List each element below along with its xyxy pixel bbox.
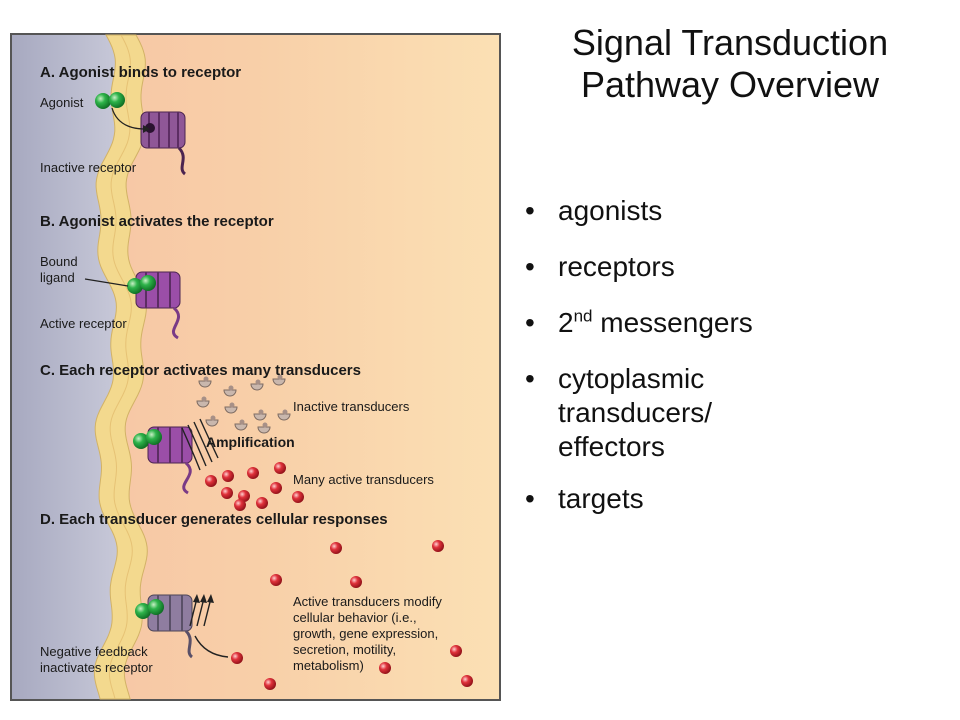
active-transducer (221, 487, 233, 499)
slide-title: Signal Transduction Pathway Overview (520, 22, 940, 106)
inactive-transducers-label: Inactive transducers (293, 399, 410, 414)
active-transducer (270, 482, 282, 494)
inactive-transducer (272, 374, 286, 386)
bound-ligand-c (133, 429, 162, 449)
active-transducer (205, 475, 217, 487)
bound-ligand-d (135, 599, 164, 619)
inactive-transducer (196, 396, 210, 408)
inactive-receptor-label: Inactive receptor (40, 160, 137, 175)
agonist-arrow (111, 107, 144, 130)
bullet-targets: • targets (525, 482, 945, 516)
active-transducer (222, 470, 234, 482)
bound-label-line1: Bound (40, 254, 78, 269)
bound-ligand-b (127, 275, 156, 294)
response-line-4: secretion, motility, (293, 642, 396, 657)
agonist-label: Agonist (40, 95, 84, 110)
bullet-text: agonists (558, 195, 663, 226)
negative-feedback-label-1: Negative feedback (40, 644, 148, 659)
active-transducer (234, 499, 246, 511)
bound-ligand-pointer (84, 278, 129, 287)
bullet-agonists: • agonists (525, 194, 945, 228)
bullet-transducers: • cytoplasmic transducers/ effectors (525, 362, 778, 464)
bullet-text: cytoplasmic transducers/ effectors (558, 363, 713, 462)
bullet-receptors: • receptors (525, 250, 945, 284)
active-transducer (247, 467, 259, 479)
inactive-transducers (196, 374, 291, 434)
active-transducer (231, 652, 243, 664)
many-active-transducers-label: Many active transducers (293, 472, 434, 487)
active-transducer (330, 542, 342, 554)
receptor-a (140, 111, 187, 176)
inactive-transducer (205, 415, 219, 427)
panel-a-heading: A. Agonist binds to receptor (40, 64, 241, 81)
response-line-3: growth, gene expression, (293, 626, 438, 641)
panel-b-heading: B. Agonist activates the receptor (40, 213, 274, 230)
active-transducers (205, 462, 473, 690)
active-transducer (270, 574, 282, 586)
bullet-dot: • (525, 195, 535, 226)
inactive-transducer (198, 376, 212, 388)
negative-feedback-label-2: inactivates receptor (40, 660, 153, 675)
bullet-superscript: nd (573, 306, 593, 326)
bullet-dot: • (525, 483, 535, 514)
inactive-transducer (223, 385, 237, 397)
response-line-1: Active transducers modify (293, 594, 442, 609)
panel-d-heading: D. Each transducer generates cellular re… (40, 511, 388, 528)
active-transducer (350, 576, 362, 588)
bullet-text: targets (558, 483, 644, 514)
active-transducer (292, 491, 304, 503)
slide-title-line-2: Pathway Overview (580, 64, 880, 105)
active-transducer (264, 678, 276, 690)
active-transducer (238, 490, 250, 502)
response-line-5: metabolism) (293, 658, 364, 673)
active-transducer (256, 497, 268, 509)
inactive-transducer (257, 422, 271, 434)
active-transducer (450, 645, 462, 657)
amplification-arrows (181, 418, 219, 471)
panel-c-heading: C. Each receptor activates many transduc… (40, 362, 361, 379)
inactive-transducer (224, 402, 238, 414)
bullet-second-messengers: • 2nd messengers (525, 306, 945, 340)
agonist-arrowhead (143, 125, 150, 133)
agonist-a (95, 92, 125, 109)
bullet-dot: • (525, 251, 535, 282)
active-transducer (274, 462, 286, 474)
feedback-arrows (189, 594, 229, 658)
bullet-dot: • (525, 363, 535, 394)
active-transducer (461, 675, 473, 687)
bullet-text-suffix: messengers (592, 307, 753, 338)
inactive-transducer (277, 409, 291, 421)
extracellular-space (12, 35, 118, 699)
response-line-2: cellular behavior (i.e., (293, 610, 417, 625)
bullet-dot: • (525, 307, 535, 338)
bullet-text: receptors (558, 251, 675, 282)
bullet-text-prefix: 2 (558, 307, 574, 338)
bound-label-line2: ligand (40, 270, 75, 285)
amplification-label: Amplification (206, 434, 295, 450)
cell-membrane (93, 34, 148, 700)
membrane-inner-line (108, 34, 133, 700)
slide-title-line-1: Signal Transduction (571, 22, 889, 63)
inactive-transducer (250, 379, 264, 391)
active-transducer (432, 540, 444, 552)
inactive-transducer (253, 409, 267, 421)
inactive-transducer (234, 419, 248, 431)
active-transducer (379, 662, 391, 674)
active-receptor-label: Active receptor (40, 316, 127, 331)
bullet-list: • agonists • receptors • 2nd messengers • cy… (525, 194, 945, 538)
